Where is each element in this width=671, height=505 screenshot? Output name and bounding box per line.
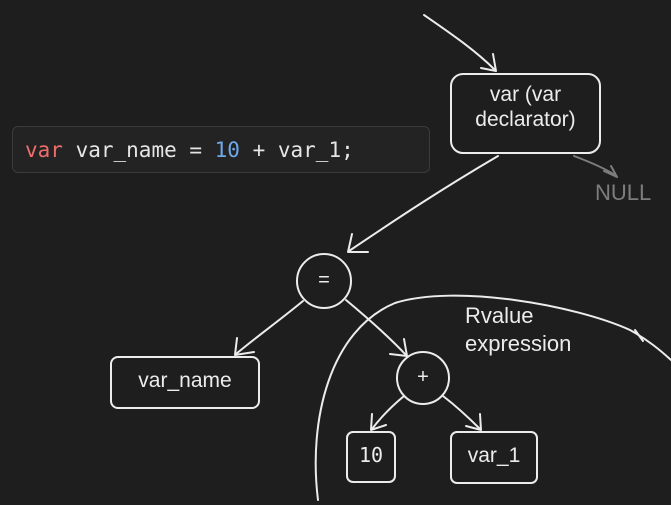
var-declarator-node-box [450, 73, 601, 154]
null-arrow [573, 155, 616, 176]
var1-node-box [450, 431, 538, 484]
edge-plus-to-var1 [442, 395, 481, 430]
incoming-arrowhead [480, 53, 497, 72]
edge-plus-to-var1-arrowhead [465, 413, 482, 431]
incoming-arrow [423, 14, 496, 71]
edge-assign-to-plus-arrowhead [389, 338, 408, 357]
assign-node-circle [296, 253, 352, 309]
code-keyword: var [25, 137, 63, 162]
rvalue-boundary-tick [634, 329, 644, 342]
edge-plus-to-literal-arrowhead [370, 413, 387, 431]
literal-node-label: 10 [358, 443, 384, 467]
edge-plus-to-literal [371, 395, 405, 430]
code-declaration: var_name = [62, 137, 215, 162]
rvalue-expression-label: Rvalue expression [465, 303, 572, 356]
code-snippet: var var_name = 10 + var_1; [12, 126, 430, 173]
var-name-node-box [110, 356, 260, 409]
edge-declarator-to-assign-arrowhead [347, 233, 369, 253]
assign-node-label: = [318, 269, 330, 291]
plus-node-circle [396, 351, 450, 405]
var-declarator-node-label: var (var declarator) [475, 83, 576, 132]
edge-assign-to-var-name-arrowhead [234, 337, 255, 356]
null-arrowhead [603, 165, 618, 178]
edge-assign-to-plus [345, 299, 407, 356]
code-expression-tail: + var_1; [239, 137, 354, 162]
code-number-literal: 10 [214, 137, 240, 162]
edge-declarator-to-assign [348, 155, 499, 252]
null-label: NULL [595, 180, 652, 205]
literal-node-box [346, 431, 396, 483]
plus-node-label: + [417, 366, 429, 388]
edge-assign-to-var-name [235, 300, 304, 355]
var1-node-label: var_1 [467, 444, 521, 467]
var-name-node-label: var_name [138, 369, 232, 392]
